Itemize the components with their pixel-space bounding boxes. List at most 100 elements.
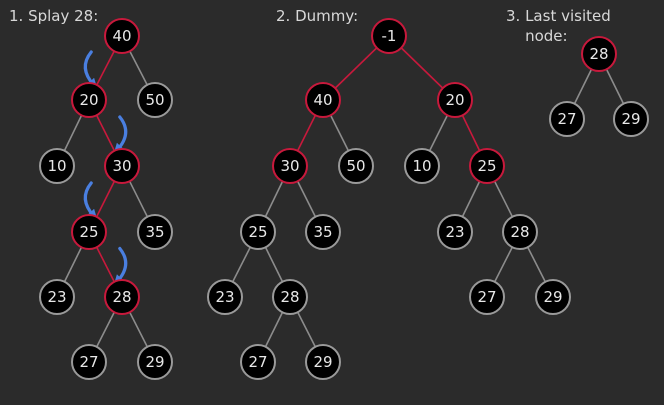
node-label: 10 xyxy=(412,157,431,175)
node-label: 29 xyxy=(621,110,640,128)
node-label: -1 xyxy=(382,27,397,45)
rotation-arrow-icon xyxy=(113,115,128,154)
node-label: 23 xyxy=(47,288,66,306)
tree-node: 28 xyxy=(272,279,308,315)
node-label: 27 xyxy=(79,353,98,371)
node-circle xyxy=(581,36,617,72)
node-circle xyxy=(338,148,374,184)
tree-node: 20 xyxy=(437,82,473,118)
tree-node: -1 xyxy=(371,18,407,54)
tree-node: 50 xyxy=(338,148,374,184)
tree-node: 25 xyxy=(469,148,505,184)
node-circle xyxy=(39,279,75,315)
node-label: 25 xyxy=(248,223,267,241)
node-label: 35 xyxy=(145,223,164,241)
node-label: 25 xyxy=(477,157,496,175)
node-label: 30 xyxy=(112,157,131,175)
node-label: 23 xyxy=(215,288,234,306)
tree-node: 30 xyxy=(272,148,308,184)
node-label: 27 xyxy=(557,110,576,128)
tree-node: 29 xyxy=(613,101,649,137)
node-circle xyxy=(71,214,107,250)
tree-node: 10 xyxy=(404,148,440,184)
node-label: 28 xyxy=(589,45,608,63)
node-circle xyxy=(104,279,140,315)
node-circle xyxy=(240,214,276,250)
tree-node: 28 xyxy=(104,279,140,315)
node-circle xyxy=(371,18,407,54)
node-circle xyxy=(305,344,341,380)
node-circle xyxy=(71,344,107,380)
node-label: 35 xyxy=(313,223,332,241)
node-label: 29 xyxy=(145,353,164,371)
rotation-arrow-icon xyxy=(83,181,98,220)
tree-node: 23 xyxy=(207,279,243,315)
node-label: 50 xyxy=(346,157,365,175)
node-circle xyxy=(502,214,538,250)
tree-node: 23 xyxy=(39,279,75,315)
node-circle xyxy=(549,101,585,137)
node-label: 25 xyxy=(79,223,98,241)
panel-caption-splay: 1. Splay 28: xyxy=(9,7,99,25)
panel-caption-dummy: 2. Dummy: xyxy=(276,7,359,25)
panel-caption-last-visited: 3. Last visited node: xyxy=(506,7,611,45)
node-circle xyxy=(240,344,276,380)
tree-node: 29 xyxy=(305,344,341,380)
node-circle xyxy=(404,148,440,184)
node-circle xyxy=(535,279,571,315)
node-circle xyxy=(207,279,243,315)
node-label: 28 xyxy=(510,223,529,241)
tree-node: 40 xyxy=(104,18,140,54)
node-circle xyxy=(272,148,308,184)
tree-node: 35 xyxy=(137,214,173,250)
node-circle xyxy=(613,101,649,137)
node-circle xyxy=(104,148,140,184)
tree-node: 50 xyxy=(137,82,173,118)
node-circle xyxy=(437,82,473,118)
tree-node: 40 xyxy=(305,82,341,118)
tree-node: 27 xyxy=(549,101,585,137)
node-circle xyxy=(469,279,505,315)
rotation-arrow-icon xyxy=(113,246,128,286)
tree-node: 20 xyxy=(71,82,107,118)
tree-node: 35 xyxy=(305,214,341,250)
node-label: 10 xyxy=(47,157,66,175)
node-label: 50 xyxy=(145,91,164,109)
tree-node: 27 xyxy=(469,279,505,315)
tree-node: 28 xyxy=(502,214,538,250)
node-circle xyxy=(437,214,473,250)
tree-node: 28 xyxy=(581,36,617,72)
tree-node: 23 xyxy=(437,214,473,250)
node-circle xyxy=(104,18,140,54)
node-label: 23 xyxy=(445,223,464,241)
node-label: 27 xyxy=(477,288,496,306)
tree-node: 30 xyxy=(104,148,140,184)
node-circle xyxy=(71,82,107,118)
tree-node: 10 xyxy=(39,148,75,184)
node-circle xyxy=(137,214,173,250)
node-label: 28 xyxy=(280,288,299,306)
node-circle xyxy=(272,279,308,315)
node-label: 28 xyxy=(112,288,131,306)
node-circle xyxy=(305,214,341,250)
rotation-arrow-icon xyxy=(83,50,98,89)
node-label: 40 xyxy=(313,91,332,109)
node-label: 27 xyxy=(248,353,267,371)
node-circle xyxy=(137,344,173,380)
node-label: 29 xyxy=(313,353,332,371)
tree-node: 29 xyxy=(137,344,173,380)
tree-node: 25 xyxy=(240,214,276,250)
node-label: 20 xyxy=(79,91,98,109)
node-label: 30 xyxy=(280,157,299,175)
node-circle xyxy=(39,148,75,184)
node-label: 29 xyxy=(543,288,562,306)
tree-node: 25 xyxy=(71,214,107,250)
node-circle xyxy=(305,82,341,118)
tree-node: 27 xyxy=(240,344,276,380)
node-label: 40 xyxy=(112,27,131,45)
node-circle xyxy=(137,82,173,118)
tree-node: 29 xyxy=(535,279,571,315)
tree-node: 27 xyxy=(71,344,107,380)
